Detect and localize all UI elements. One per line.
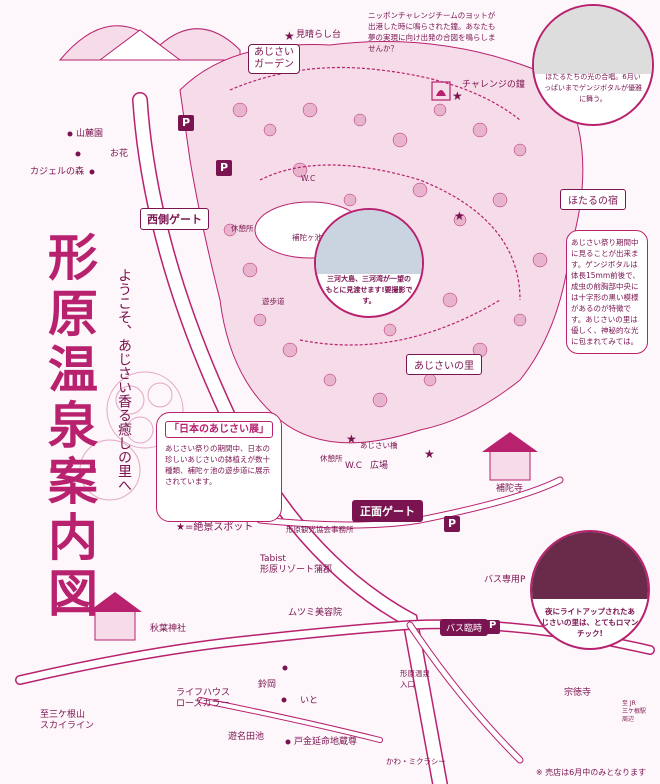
hodaji-temple-illustration — [482, 432, 538, 481]
title-char: 温 — [48, 340, 100, 399]
label-ito: いと — [300, 696, 319, 706]
label-kamo: かわ・ミクラシー — [386, 757, 446, 766]
challenge-bell-illustration — [431, 81, 451, 101]
genji-firefly-note: あじさい祭り期間中に見ることが出来ます。ゲンジボタルは体長15mm前後で、成虫の… — [566, 230, 648, 354]
bus-temp-badge[interactable]: バス臨時 — [440, 619, 489, 636]
label-yamayuri: 山麓園 — [76, 129, 104, 139]
parking-icon: P — [489, 620, 497, 631]
lightup-photo — [532, 532, 648, 600]
scenic-spot-stars: ★ ★ ★ ★ ★ — [284, 29, 465, 461]
label-sanraku: 至 JR 三ケ根駅 周辺 — [622, 700, 647, 723]
mountains-illustration — [58, 25, 241, 61]
label-hiroba: 広場 — [370, 461, 389, 471]
label-akiba: 秋葉神社 — [150, 624, 187, 634]
hydrangea-bushes — [223, 102, 548, 408]
label-mutsumi: ムツミ美容院 — [288, 608, 343, 618]
ajisai-garden-badge[interactable]: あじさい ガーデン — [248, 44, 300, 74]
tagline: ようこそ、あじさい香る癒しの里へ — [116, 268, 132, 492]
label-kankou: 形原観光協会事務所 — [286, 525, 354, 534]
label-sotoku: 宗徳寺 — [564, 688, 592, 698]
label-challenge: チャレンジの鐘 — [462, 80, 525, 90]
ajisai-sato-badge[interactable]: あじさいの里 — [406, 354, 482, 375]
ajisai-exhibit-box: 「日本のあじさい展」 あじさい祭りの期間中、日本の珍しいあじさいの鉢植えが数十種… — [156, 412, 282, 522]
mikawa-bay-photo — [316, 210, 422, 274]
title-char: 形 — [48, 228, 100, 287]
label-rose: ライフハウス ローズカラー — [176, 688, 231, 709]
hotaru-caption: ほたるたちの光の合唱。6月いっぱいまでゲンジボタルが優雅に舞う。 — [543, 73, 642, 103]
mikawa-view-callout: 三河大島、三河湾が一望のもとに見渡せます!要撮影です。 — [314, 208, 424, 318]
title-vertical: 形 原 温 泉 案 内 図 — [38, 230, 110, 622]
yacht-bell-note: ニッポンチャレンジチームのヨットが出港した時に鳴らされた鐘。あなたも夢の実現に向… — [368, 11, 496, 53]
svg-text:★: ★ — [452, 89, 463, 103]
label-tabist: Tabist 形原リゾート蒲郡 — [260, 554, 333, 575]
hotaru-photo-callout: ほたるたちの光の合唱。6月いっぱいまでゲンジボタルが優雅に舞う。 — [532, 4, 654, 126]
svg-text:★: ★ — [284, 29, 295, 43]
title-char: 図 — [48, 564, 100, 623]
parking-icon: P — [182, 116, 191, 129]
mikawa-caption: 三河大島、三河湾が一望のもとに見渡せます!要撮影です。 — [325, 275, 413, 305]
lightup-caption: 夜にライトアップされたあじさいの里は、とてもロマンチック! — [541, 607, 639, 638]
lightup-photo-callout: 夜にライトアップされたあじさいの里は、とてもロマンチック! — [530, 530, 650, 650]
label-hokai: 休憩所 — [320, 454, 343, 463]
label-suzuki: 鈴岡 — [258, 680, 277, 690]
hydrangea-decoration — [79, 371, 184, 501]
ajisai-exhibit-title: 「日本のあじさい展」 — [165, 421, 273, 438]
title-char: 内 — [48, 508, 100, 567]
bus-parking-label: バス専用P — [484, 575, 526, 585]
label-kajiel: カジェルの森 — [30, 167, 85, 177]
label-kata: 形原温泉 入口 — [400, 669, 430, 689]
parking-icon: P — [448, 517, 457, 530]
svg-text:★: ★ — [454, 209, 465, 223]
label-ajisaibashi: あじさい橋 — [360, 441, 398, 450]
label-kyukeisho: 休憩所 — [231, 224, 254, 233]
location-dots — [67, 131, 291, 745]
label-hodagaike: 補陀ヶ池 — [292, 233, 322, 242]
label-tokin: 戸金延命地蔵尊 — [294, 737, 358, 747]
label-wc2: W.C — [345, 461, 363, 471]
label-yusuke: 遊名田池 — [228, 732, 265, 742]
firefly-photo — [534, 6, 652, 75]
akiba-shrine-illustration — [88, 592, 142, 641]
label-sanke: 至三ケ根山 スカイライン — [40, 710, 95, 731]
parking-markers — [178, 115, 500, 634]
footnote: ※ 売店は6月中のみとなります — [535, 768, 646, 777]
title-char: 原 — [48, 284, 100, 343]
label-hodaji: 補陀寺 — [496, 484, 524, 494]
ajisai-exhibit-text: あじさい祭りの期間中、日本の珍しいあじさいの鉢植えが数十種類、補陀ヶ池の遊歩道に… — [165, 444, 270, 486]
nishigawa-gate-badge[interactable]: 西側ゲート — [140, 208, 209, 230]
legend-scenic-spot: ★=絶景スポット — [176, 522, 254, 533]
hotaru-badge[interactable]: ほたるの宿 — [560, 189, 626, 210]
label-ohana: お花 — [110, 149, 129, 159]
label-yusando: 遊歩道 — [262, 297, 285, 306]
title-char: 泉 — [48, 396, 100, 455]
svg-text:★: ★ — [424, 447, 435, 461]
svg-text:★: ★ — [346, 432, 357, 446]
shomen-gate-badge[interactable]: 正面ゲート — [352, 500, 423, 522]
label-wc1: W.C — [301, 174, 316, 183]
title-char: 案 — [48, 452, 100, 511]
walking-paths — [229, 66, 521, 346]
label-miharashi: 見晴らし台 — [296, 30, 342, 40]
parking-icon: P — [220, 161, 229, 174]
